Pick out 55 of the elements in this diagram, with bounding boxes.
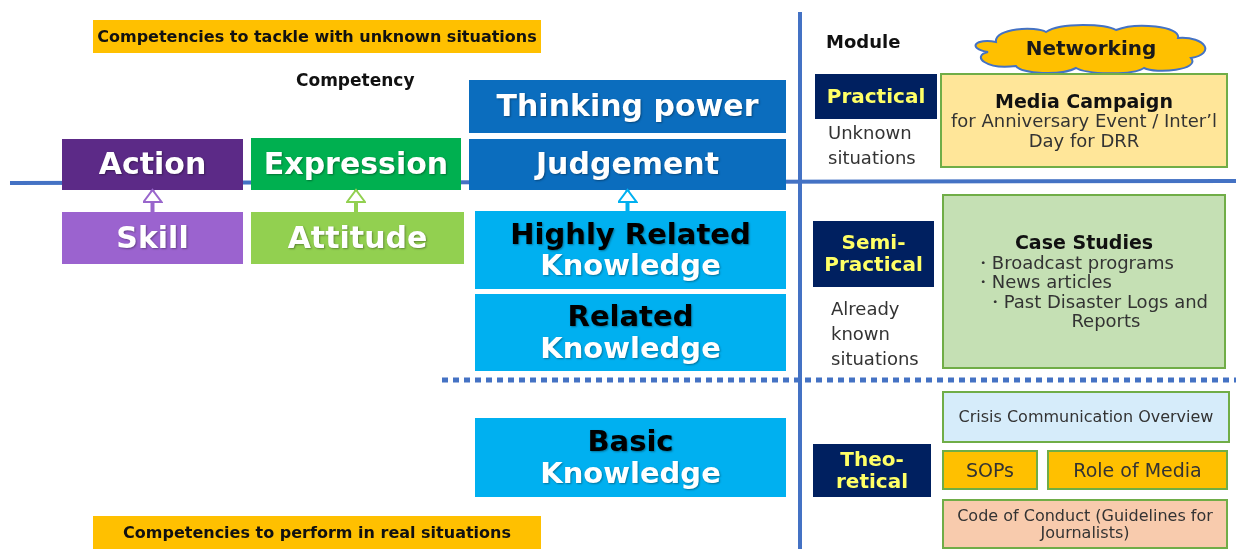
box-label: Expression (263, 147, 449, 181)
arrow (617, 189, 638, 211)
module-box (1047, 450, 1228, 490)
box-label: Competencies to perform in real situations (123, 523, 511, 542)
box-text: ・News articles (972, 272, 1112, 292)
module-box (942, 499, 1228, 549)
module-box (942, 391, 1230, 443)
box-text: ・Broadcast programs (972, 252, 1174, 273)
module-box (942, 450, 1038, 490)
node-caption: Already known situations (831, 297, 920, 372)
box-label: Practical (826, 85, 926, 108)
box-text: Knowledge (540, 332, 721, 364)
competency-box (251, 138, 461, 190)
box-label: Code of Conduct (Guidelines for Journalists) (956, 506, 1214, 542)
box-label: Theo-retical (834, 448, 910, 493)
box-label: Thinking power (496, 90, 759, 123)
box-label: Networking (1025, 38, 1157, 60)
module-level-box (815, 74, 937, 119)
competency-box (62, 212, 243, 264)
box-text: ・Past Disaster Logs and Reports (984, 291, 1209, 331)
module-level-box (813, 444, 931, 497)
competency-box (62, 139, 243, 190)
module-level-box (813, 221, 934, 287)
heading-label: Competency (296, 70, 415, 90)
banner (93, 516, 541, 549)
box-label: Role of Media (1073, 459, 1202, 481)
box-label: Attitude (287, 221, 428, 255)
competency-box (469, 80, 786, 133)
arrow (142, 189, 163, 212)
box-label: SOPs (965, 459, 1014, 481)
box-label: Highly Related (510, 218, 751, 250)
box-label: Crisis Communication Overview (958, 408, 1214, 426)
box-label: Judgement (535, 148, 720, 181)
box-label: Media Campaign (995, 90, 1173, 112)
box-label: Semi-Practical (823, 232, 924, 276)
knowledge-box (475, 211, 786, 289)
knowledge-box (475, 294, 786, 371)
competency-box (469, 139, 786, 190)
box-label: Action (98, 148, 207, 181)
box-text: Knowledge (540, 457, 721, 489)
box-label: Basic (587, 426, 674, 458)
node-caption: Unknown situations (828, 121, 917, 171)
box-label: Competencies to tackle with unknown situations (97, 27, 537, 46)
arrow (346, 189, 366, 212)
heading-label: Module (826, 31, 901, 52)
knowledge-box (475, 418, 786, 497)
banner (93, 20, 541, 53)
box-text: for Anniversary Event / Inter’l Day for DRR (950, 111, 1218, 151)
box-text: Knowledge (540, 250, 721, 282)
box-label: Case Studies (1014, 232, 1154, 253)
module-box (940, 73, 1228, 168)
competency-box (251, 212, 464, 264)
box-label: Skill (116, 221, 189, 255)
box-label: Related (567, 301, 694, 333)
module-box (942, 194, 1226, 369)
